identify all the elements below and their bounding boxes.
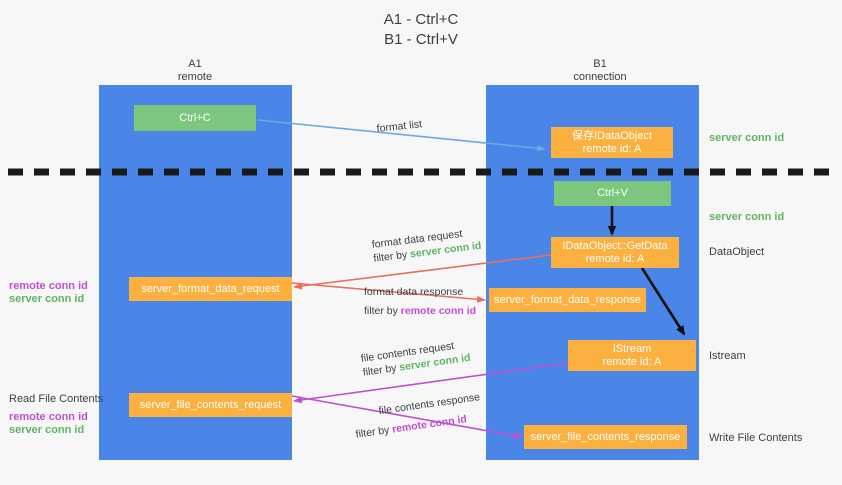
edge-label-format-data-response: format data response filter by remote co… (364, 285, 476, 318)
edge-label-file-contents-response-line2: filter by remote conn id (355, 410, 484, 442)
node-server-file-contents-response-label: server_file_contents_response (530, 430, 681, 443)
edge-label-format-data-response-prefix: filter by (364, 305, 401, 317)
edge-label-format-data-request: format data request filter by server con… (371, 225, 482, 266)
page-title: A1 - Ctrl+C B1 - Ctrl+V (0, 10, 842, 50)
node-ctrl-c-label: Ctrl+C (179, 111, 211, 124)
node-save-idataobject-line2: remote id: A (582, 142, 642, 155)
node-server-format-data-request[interactable]: server_format_data_request (129, 277, 292, 301)
column-header-b1-name: B1 (593, 58, 607, 70)
node-server-file-contents-response[interactable]: server_file_contents_response (524, 425, 687, 449)
edge-label-format-data-response-value: remote conn id (400, 305, 477, 317)
node-ctrl-v[interactable]: Ctrl+V (554, 181, 671, 206)
edge-label-file-contents-response-value: remote conn id (391, 413, 468, 436)
node-idataobject-getdata[interactable]: IDataObject::GetData remote id: A (551, 237, 679, 268)
label-server-conn-id-1: server conn id (9, 293, 85, 305)
node-getdata-line1: IDataObject::GetData (562, 239, 668, 252)
node-server-format-data-response[interactable]: server_format_data_response (489, 288, 646, 312)
node-save-idataobject[interactable]: 保存IDataObject remote id: A (551, 127, 673, 158)
node-istream-line1: IStream (612, 342, 652, 355)
edge-label-file-contents-request-prefix: filter by (362, 361, 401, 379)
label-dataobject: DataObject (709, 246, 765, 258)
edge-label-file-contents-response: file contents response filter by remote … (352, 390, 484, 442)
label-write-file-contents: Write File Contents (709, 432, 803, 444)
node-server-file-contents-request-label: server_file_contents_request (139, 398, 282, 411)
node-server-format-data-request-label: server_format_data_request (141, 282, 280, 295)
edge-label-file-contents-response-prefix: filter by (354, 423, 394, 441)
column-header-a1-name: A1 (188, 58, 202, 70)
edge-label-file-contents-request: file contents request filter by server c… (360, 337, 471, 380)
label-server-conn-id-top: server conn id (709, 132, 785, 144)
edge-label-format-data-response-line2: filter by remote conn id (364, 304, 476, 318)
node-istream[interactable]: IStream remote id: A (568, 340, 696, 371)
title-line-1: A1 - Ctrl+C (383, 11, 459, 28)
column-header-b1: B1 connection (540, 58, 660, 84)
node-ctrl-c[interactable]: Ctrl+C (134, 105, 256, 131)
title-line-2: B1 - Ctrl+V (384, 31, 458, 48)
node-ctrl-v-label: Ctrl+V (597, 187, 628, 199)
label-server-conn-id-mid: server conn id (709, 211, 785, 223)
column-header-b1-sub: connection (573, 71, 627, 83)
column-header-a1: A1 remote (140, 58, 250, 84)
node-getdata-line2: remote id: A (585, 252, 645, 265)
label-server-conn-id-2: server conn id (9, 424, 85, 436)
node-save-idataobject-line1: 保存IDataObject (571, 129, 653, 142)
label-remote-conn-id-1: remote conn id (9, 280, 88, 292)
label-istream: Istream (709, 350, 746, 362)
node-server-file-contents-request[interactable]: server_file_contents_request (129, 393, 292, 417)
column-header-a1-sub: remote (177, 71, 213, 83)
edge-label-format-data-response-line1: format data response (364, 286, 464, 298)
edge-label-format-list: format list (376, 118, 423, 135)
edge-label-format-data-request-prefix: filter by (372, 248, 411, 265)
node-istream-line2: remote id: A (602, 355, 662, 368)
label-remote-conn-id-2: remote conn id (9, 411, 88, 423)
label-read-file-contents: Read File Contents (9, 393, 104, 405)
node-server-format-data-response-label: server_format_data_response (494, 293, 641, 306)
